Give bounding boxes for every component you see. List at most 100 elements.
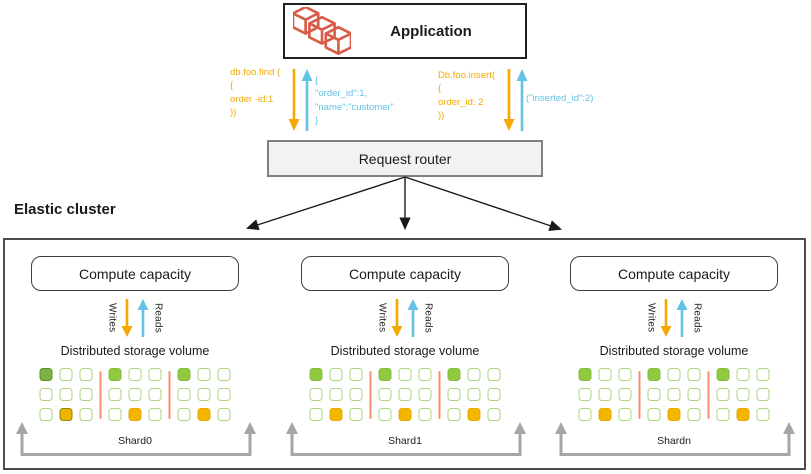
storage-cell-e [647, 408, 661, 421]
find-response-code: { "order_id":1, "name":"customer" } [315, 75, 394, 127]
storage-cell-y [197, 408, 211, 421]
storage-cell-e [736, 388, 750, 401]
storage-cell-e [398, 388, 412, 401]
insert-request-code: Db.foo.insert( { order_id: 2 )) [438, 70, 496, 122]
storage-cell-e [329, 388, 343, 401]
reads-writes-arrows: Writes Reads [646, 298, 703, 338]
reads-writes-arrows: Writes Reads [377, 298, 434, 338]
storage-segment [716, 368, 770, 421]
application-label: Application [390, 22, 472, 40]
storage-cell-e [687, 388, 701, 401]
request-router-node: Request router [267, 140, 543, 177]
storage-cell-e [148, 368, 162, 381]
storage-cell-yd [59, 408, 73, 421]
storage-segment [578, 368, 632, 421]
reads-label: Reads [691, 303, 703, 333]
storage-cell-e [329, 368, 343, 381]
shard-group-divider [168, 370, 171, 419]
shard-column-2: Compute capacity Writes Reads Distribute… [540, 238, 808, 470]
fanout-arrow-left [246, 176, 406, 231]
storage-cell-e [447, 388, 461, 401]
shard-group-divider [438, 370, 441, 419]
storage-cell-e [467, 388, 481, 401]
storage-cell-e [418, 388, 432, 401]
reads-writes-arrows: Writes Reads [107, 298, 164, 338]
storage-cell-e [79, 368, 93, 381]
storage-cell-g [378, 368, 392, 381]
storage-cell-g [716, 368, 730, 381]
writes-label: Writes [645, 303, 657, 333]
cube-3 [324, 25, 351, 55]
storage-cell-e [79, 408, 93, 421]
storage-segment [177, 368, 231, 421]
shard-column-0: Compute capacity Writes Reads Distribute… [1, 238, 269, 470]
shard-label: Shard0 [118, 435, 152, 447]
storage-cell-e [378, 388, 392, 401]
storage-cell-g [108, 368, 122, 381]
storage-cell-y [736, 408, 750, 421]
shard-label: Shardn [657, 435, 691, 447]
reads-up-arrow [407, 299, 419, 337]
storage-segment [108, 368, 162, 421]
storage-cell-e [418, 368, 432, 381]
storage-cell-e [578, 408, 592, 421]
compute-capacity-label: Compute capacity [78, 265, 192, 282]
storage-cell-e [756, 388, 770, 401]
storage-cell-e [618, 408, 632, 421]
storage-cell-e [148, 408, 162, 421]
storage-cell-e [108, 388, 122, 401]
storage-cell-e [447, 408, 461, 421]
request-router-label: Request router [358, 150, 452, 167]
storage-cell-g [177, 368, 191, 381]
storage-cell-e [217, 368, 231, 381]
storage-cell-e [309, 408, 323, 421]
storage-cell-e [598, 368, 612, 381]
storage-cell-e [647, 388, 661, 401]
storage-cell-y [398, 408, 412, 421]
reads-label: Reads [152, 303, 164, 333]
storage-cell-e [756, 408, 770, 421]
application-node: Application [283, 3, 527, 59]
fanout-arrow-right [404, 176, 562, 231]
writes-down-arrow [660, 299, 672, 337]
shard-span-arrow [555, 422, 795, 456]
storage-cell-e [716, 388, 730, 401]
reads-up-arrow [137, 299, 149, 337]
storage-cell-y [667, 408, 681, 421]
storage-cell-e [128, 388, 142, 401]
storage-segment [39, 368, 93, 421]
distributed-storage-volume-label: Distributed storage volume [60, 344, 210, 358]
storage-cell-e [108, 408, 122, 421]
storage-cell-g [309, 368, 323, 381]
shard-group-divider [638, 370, 641, 419]
storage-cell-e [487, 388, 501, 401]
find-request-code: db.foo.find ( { order -id:1 )) [230, 67, 281, 119]
distributed-storage-volume-label: Distributed storage volume [330, 344, 480, 358]
writes-label: Writes [106, 303, 118, 333]
storage-cell-e [687, 368, 701, 381]
application-cubes-icon [293, 7, 351, 55]
storage-cell-e [667, 368, 681, 381]
writes-label: Writes [376, 303, 388, 333]
storage-cell-e [349, 408, 363, 421]
storage-cell-e [716, 408, 730, 421]
storage-cell-e [487, 408, 501, 421]
shard-label: Shard1 [388, 435, 422, 447]
shard-column-1: Compute capacity Writes Reads Distribute… [271, 238, 539, 470]
reads-label: Reads [422, 303, 434, 333]
storage-cell-e [378, 408, 392, 421]
insert-response-code: ("inserted_id":2) [526, 93, 594, 104]
shard-group-divider [707, 370, 710, 419]
storage-cell-g [578, 368, 592, 381]
storage-cell-e [309, 388, 323, 401]
find-arrows [288, 69, 313, 131]
compute-capacity-label: Compute capacity [617, 265, 731, 282]
storage-cell-e [217, 408, 231, 421]
cube-2 [308, 15, 336, 45]
storage-cell-e [197, 368, 211, 381]
storage-cell-e [39, 408, 53, 421]
storage-cell-e [128, 368, 142, 381]
storage-segment [447, 368, 501, 421]
reads-up-arrow [676, 299, 688, 337]
writes-down-arrow [391, 299, 403, 337]
